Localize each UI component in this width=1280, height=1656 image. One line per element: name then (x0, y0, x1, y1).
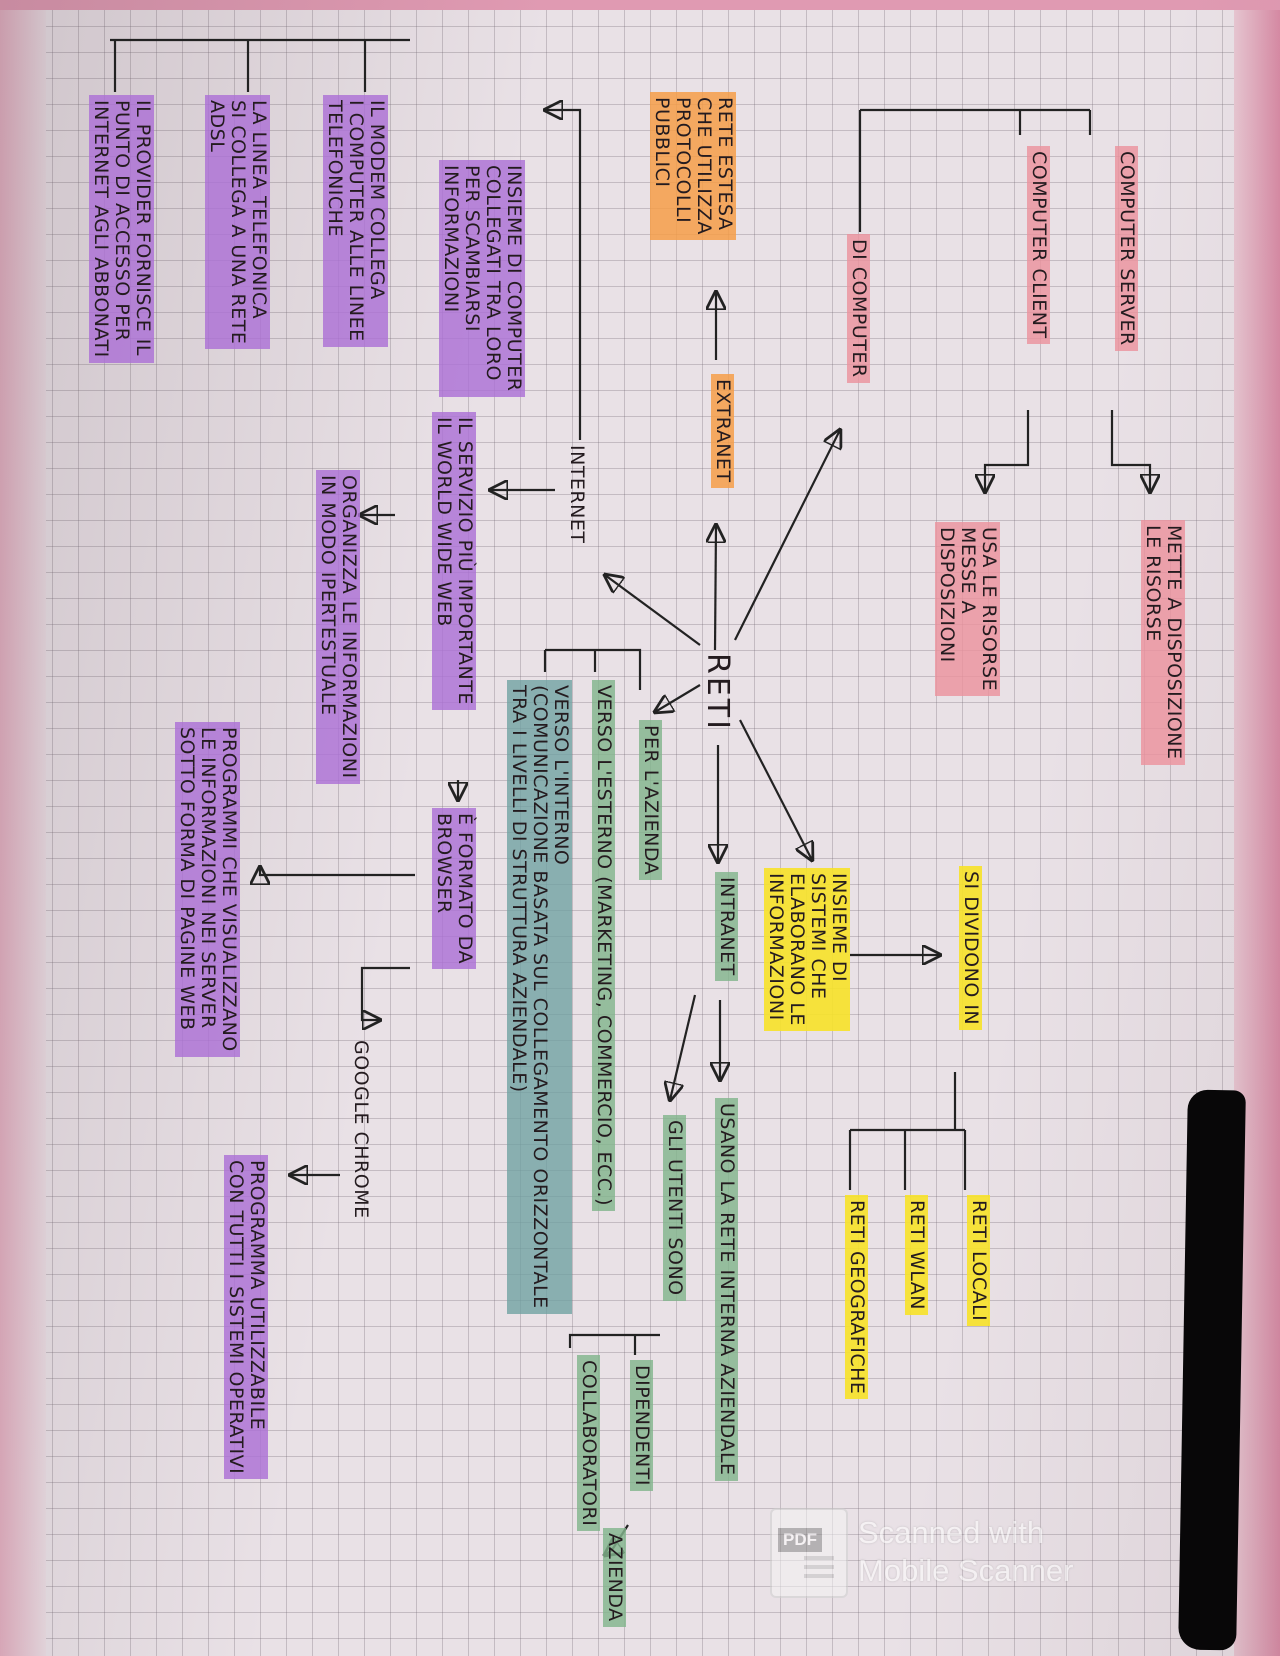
edge-browser-google (360, 966, 410, 1020)
node-servizio-www: IL SERVIZIO PIÙ IMPORTANTE IL WORLD WIDE… (432, 412, 476, 710)
node-per-azienda: PER L'AZIENDA (639, 720, 662, 881)
page-right-margin (1234, 0, 1280, 1656)
node-intranet: INTRANET (715, 872, 738, 981)
node-computer-client: COMPUTER CLIENT (1027, 146, 1050, 344)
edge-reti-insieme-sistemi (739, 719, 812, 860)
node-reti-wlan: RETI WLAN (905, 1195, 928, 1315)
document-lines-icon (804, 1556, 834, 1560)
edge-internet-insieme (545, 110, 582, 440)
pdf-document-icon: PDF (770, 1508, 848, 1598)
scanner-watermark: PDF Scanned with Mobile Scanner (770, 1508, 1140, 1598)
node-computer-server: COMPUTER SERVER (1115, 146, 1138, 351)
watermark-text: Scanned with Mobile Scanner (858, 1515, 1074, 1588)
node-insieme-sistemi: INSIEME DI SISTEMI CHE ELABORANO LE INFO… (764, 868, 850, 1031)
node-dipendenti: DIPENDENTI (630, 1360, 653, 1491)
redaction-scribble (1178, 1089, 1246, 1651)
node-azienda: AZIENDA (603, 1528, 626, 1627)
node-google-chrome: GOOGLE CHROME (350, 1040, 372, 1219)
edge-reti-per-azienda (655, 684, 701, 712)
edge-reti-internet (605, 575, 701, 646)
pdf-badge: PDF (778, 1528, 822, 1552)
node-reti: RETI (700, 653, 735, 732)
node-si-dividono: SI DIVIDONO IN (959, 866, 982, 1031)
node-extranet: EXTRANET (711, 374, 734, 488)
edge-browser-programmi (260, 867, 415, 875)
node-formato-browser: È FORMATO DA BROWSER (432, 808, 476, 969)
edge-server-mette (1110, 410, 1150, 492)
node-verso-interno: VERSO L'INTERNO (COMUNICAZIONE BASATA SU… (507, 680, 572, 1314)
node-usano-rete: USANO LA RETE INTERNA AZIENDALE (715, 1098, 738, 1481)
node-insieme-computer: INSIEME DI COMPUTER COLLEGATI TRA LORO P… (439, 160, 525, 397)
node-usa-risorse: USA LE RISORSE MESSE A DISPOSIZIONI (935, 522, 1000, 697)
node-mette-risorse: METTE A DISPOSIZIONE LE RISORSE (1141, 520, 1185, 765)
node-programma-utilizzabile: PROGRAMMA UTILIZZABILE CON TUTTI I SISTE… (224, 1155, 268, 1480)
node-collaboratori: COLLABORATORI (577, 1355, 600, 1532)
node-provider: IL PROVIDER FORNISCE IL PUNTO DI ACCESSO… (89, 95, 154, 363)
node-reti-geografiche: RETI GEOGRAFICHE (845, 1195, 868, 1400)
node-utenti-sono: GLI UTENTI SONO (663, 1115, 686, 1301)
node-di-computer: DI COMPUTER (847, 234, 870, 383)
edge-intranet-utenti (670, 994, 697, 1100)
node-internet: INTERNET (566, 445, 588, 544)
edge-reti-extranet (715, 525, 716, 651)
node-rete-estesa: RETE ESTESA CHE UTILIZZA PROTOCOLLI PUBB… (650, 92, 736, 240)
node-linea-telefonica: LA LINEA TELEFONICA SI COLLEGA A UNA RET… (205, 95, 270, 350)
edge-client-usa (985, 410, 1030, 492)
node-reti-locali: RETI LOCALI (967, 1195, 990, 1327)
node-organizza: ORGANIZZA LE INFORMAZIONI IN MODO IPERTE… (316, 470, 360, 784)
node-verso-esterno: VERSO L'ESTERNO (MARKETING, COMMERCIO, E… (592, 680, 615, 1212)
node-programmi-browser: PROGRAMMI CHE VISUALIZZANO LE INFORMAZIO… (175, 722, 240, 1057)
page-top-edge (0, 0, 1280, 10)
edge-reti-di-computer (734, 430, 840, 641)
edge-utenti-bracket (568, 1333, 660, 1348)
page-left-margin (0, 0, 46, 1656)
node-modem: IL MODEM COLLEGA I COMPUTER ALLE LINEE T… (323, 95, 388, 347)
edge-azienda-bracket (545, 648, 642, 690)
